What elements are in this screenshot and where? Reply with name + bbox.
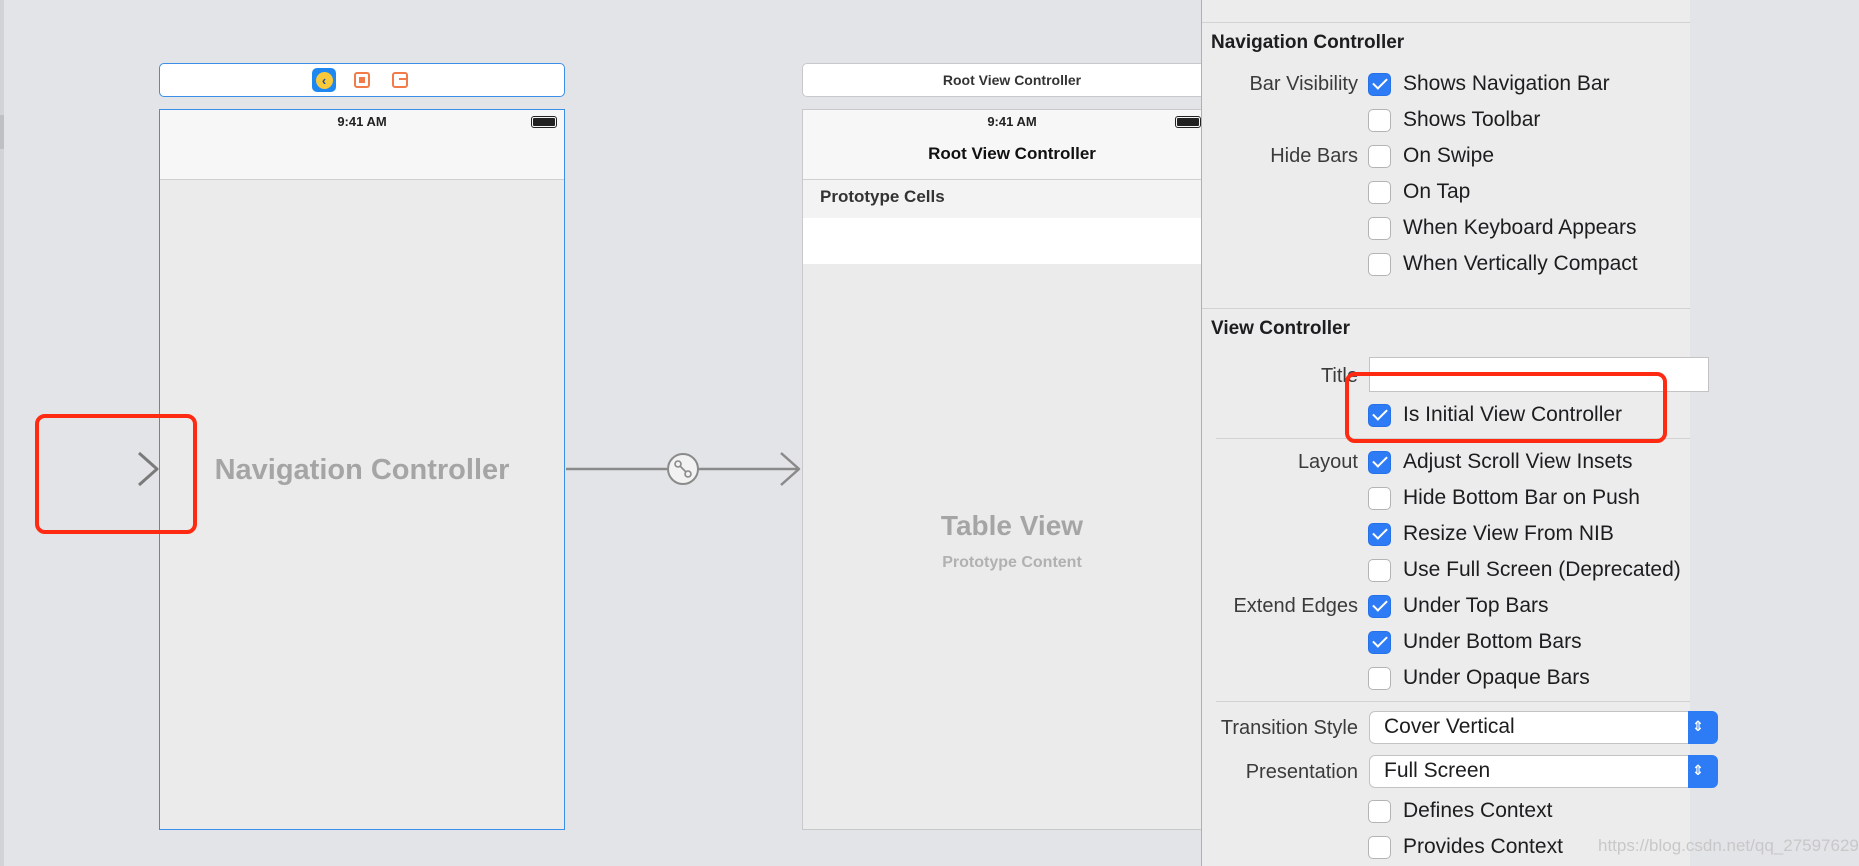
option-label: Adjust Scroll View Insets [1403,450,1633,473]
select-value: Cover Vertical [1384,715,1515,738]
option-label: Under Top Bars [1403,594,1549,617]
is-initial-view-controller-option[interactable]: Is Initial View Controller [1368,402,1622,428]
option-label: Resize View From NIB [1403,522,1614,545]
hide-bars-label: Hide Bars [1270,145,1358,167]
table-view-placeholder: Table View [940,510,1084,541]
nav-scene-navigation-bar [160,110,564,180]
root-scene-dock[interactable]: Root View Controller [802,63,1222,97]
nav-scene-status-bar: 9:41 AM [160,110,564,134]
battery-icon [531,116,557,128]
relationship-segue-arrow[interactable] [566,452,801,486]
view-controller-section-title: View Controller [1211,318,1351,339]
checkbox[interactable] [1368,799,1391,823]
root-nav-title: Root View Controller [928,144,1096,163]
when-keyboard-appears-option[interactable]: When Keyboard Appears [1368,215,1636,241]
checkbox[interactable] [1368,522,1391,546]
chevron-updown-icon[interactable]: ⇕ [1688,711,1718,744]
transition-style-label: Transition Style [1220,717,1358,739]
under-opaque-bars-option[interactable]: Under Opaque Bars [1368,665,1590,691]
divider [1216,701,1690,702]
watermark: https://blog.csdn.net/qq_27597629 [1598,836,1859,855]
storyboard-canvas[interactable]: ‹ 9:41 AM Navigation Controller Root Vie… [0,0,1222,866]
root-scene-navigation-bar: Root View Controller [803,110,1221,180]
checkbox[interactable] [1368,108,1391,132]
bar-visibility-label: Bar Visibility [1249,73,1358,95]
option-label: On Swipe [1403,144,1495,167]
view-controller-icon[interactable]: ‹ [312,68,336,92]
root-scene-title: Root View Controller [942,72,1082,88]
checkbox[interactable] [1368,450,1391,474]
nav-scene-dock[interactable]: ‹ [159,63,565,97]
battery-icon [1175,116,1201,128]
option-label: Under Opaque Bars [1403,666,1590,689]
divider [1216,438,1690,439]
checkbox[interactable] [1368,835,1391,859]
checkbox[interactable] [1368,72,1391,96]
first-responder-icon[interactable] [350,68,374,92]
use-full-screen-option[interactable]: Use Full Screen (Deprecated) [1368,557,1681,583]
prototype-content-placeholder: Prototype Content [942,554,1082,571]
checkbox[interactable] [1368,486,1391,510]
checkbox[interactable] [1368,403,1391,427]
nav-controller-placeholder: Navigation Controller [214,454,510,486]
annotation-highlight-entry-point [35,414,197,534]
option-label: On Tap [1403,180,1471,203]
checkbox[interactable] [1368,558,1391,582]
on-swipe-option[interactable]: On Swipe [1368,143,1494,169]
root-view-controller-scene[interactable]: Root View Controller 9:41 AM Prototype C… [802,109,1222,830]
checkbox[interactable] [1368,666,1391,690]
checkbox[interactable] [1368,594,1391,618]
checkbox[interactable] [1368,252,1391,276]
prototype-cells-header: Prototype Cells [803,180,1221,218]
on-tap-option[interactable]: On Tap [1368,179,1470,205]
status-time: 9:41 AM [987,114,1037,129]
presentation-label: Presentation [1245,761,1358,783]
canvas-left-edge [0,0,4,866]
adjust-scroll-view-insets-option[interactable]: Adjust Scroll View Insets [1368,449,1633,475]
when-vertically-compact-option[interactable]: When Vertically Compact [1368,251,1638,277]
status-time: 9:41 AM [337,114,387,129]
checkbox[interactable] [1368,630,1391,654]
hide-bottom-bar-on-push-option[interactable]: Hide Bottom Bar on Push [1368,485,1640,511]
checkbox[interactable] [1368,216,1391,240]
chevron-updown-icon[interactable]: ⇕ [1688,755,1718,788]
navigation-controller-section-title: Navigation Controller [1211,32,1405,53]
option-label: Defines Context [1403,799,1553,822]
extend-edges-label: Extend Edges [1233,595,1358,617]
checkbox[interactable] [1368,144,1391,168]
option-label: Shows Toolbar [1403,108,1541,131]
option-label: Shows Navigation Bar [1403,72,1610,95]
resize-view-from-nib-option[interactable]: Resize View From NIB [1368,521,1614,547]
divider [1202,22,1690,23]
option-label: Hide Bottom Bar on Push [1403,486,1640,509]
presentation-select[interactable]: Full Screen ⇕ [1369,755,1718,788]
shows-toolbar-option[interactable]: Shows Toolbar [1368,107,1540,133]
exit-icon[interactable] [388,68,412,92]
option-label: When Vertically Compact [1403,252,1638,275]
relationship-segue-icon[interactable] [667,453,699,485]
defines-context-option[interactable]: Defines Context [1368,798,1552,824]
provides-context-option[interactable]: Provides Context [1368,834,1563,860]
divider [1202,308,1690,309]
select-value: Full Screen [1384,759,1491,782]
option-label: Under Bottom Bars [1403,630,1582,653]
root-scene-status-bar: 9:41 AM [803,110,1221,134]
option-label: Use Full Screen (Deprecated) [1403,558,1681,581]
option-label: Provides Context [1403,835,1563,858]
layout-label: Layout [1297,451,1358,473]
transition-style-select[interactable]: Cover Vertical ⇕ [1369,711,1718,744]
checkbox[interactable] [1368,180,1391,204]
option-label: Is Initial View Controller [1403,403,1623,426]
nav-controller-scene[interactable]: 9:41 AM Navigation Controller [159,109,565,830]
shows-navigation-bar-option[interactable]: Shows Navigation Bar [1368,71,1610,97]
canvas-left-handle[interactable] [0,115,4,149]
attributes-inspector: Navigation Controller Bar Visibility Sho… [1201,0,1859,866]
under-top-bars-option[interactable]: Under Top Bars [1368,593,1549,619]
annotation-highlight-initial-vc [1345,372,1667,443]
initial-view-controller-arrow-icon[interactable] [52,451,159,487]
under-bottom-bars-option[interactable]: Under Bottom Bars [1368,629,1582,655]
option-label: When Keyboard Appears [1403,216,1637,239]
prototype-cell[interactable] [803,218,1221,264]
